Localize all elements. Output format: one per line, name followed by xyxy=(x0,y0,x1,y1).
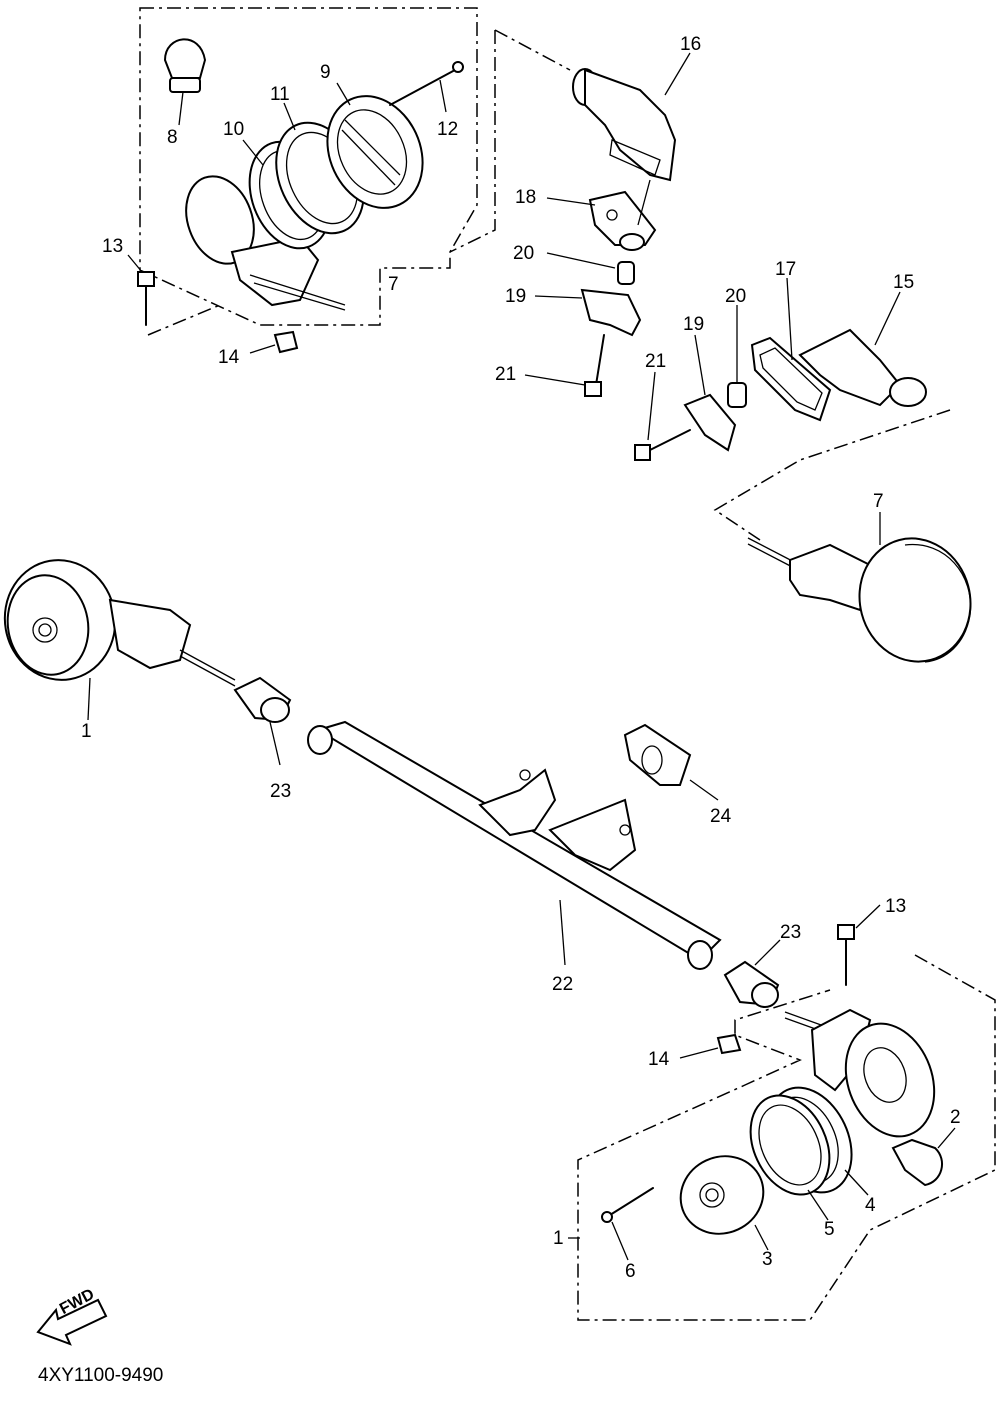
callout-7-right: 7 xyxy=(873,491,884,512)
callout-22: 22 xyxy=(552,974,574,995)
bolt-part-21-right xyxy=(634,371,691,461)
callout-3: 3 xyxy=(762,1249,773,1270)
nut-part-14-right xyxy=(679,1033,742,1059)
callout-1-right: 1 xyxy=(553,1228,564,1249)
callout-1-left: 1 xyxy=(81,721,92,742)
nut-part-14-left xyxy=(249,330,299,354)
bolt-part-13-right xyxy=(837,904,881,986)
lens-rim-part-9 xyxy=(326,82,424,209)
callout-8: 8 xyxy=(167,127,178,148)
callout-14-left: 14 xyxy=(218,347,240,368)
bracket-part-15 xyxy=(798,291,927,407)
callout-2: 2 xyxy=(950,1107,961,1128)
bulb-part-2 xyxy=(891,1127,956,1187)
bracket-plate-part-18 xyxy=(546,179,657,251)
callout-24: 24 xyxy=(710,806,732,827)
plate-part-19-top xyxy=(534,288,642,337)
lens-part-3 xyxy=(679,1155,769,1251)
collar-part-20-top xyxy=(546,252,635,285)
callout-19-right: 19 xyxy=(683,314,705,335)
callout-4: 4 xyxy=(865,1195,876,1216)
callout-10: 10 xyxy=(223,119,245,140)
callout-13-left: 13 xyxy=(102,236,124,257)
drawing-reference-code: 4XY1100-9490 xyxy=(38,1365,164,1386)
bolt-part-21-top xyxy=(524,334,605,397)
gasket-part-5 xyxy=(749,1094,831,1221)
bracket-part-16 xyxy=(572,52,691,182)
callout-9: 9 xyxy=(320,62,331,83)
callout-17: 17 xyxy=(775,259,797,280)
lamp-housing-part-7-left xyxy=(185,175,346,311)
callout-21-right: 21 xyxy=(645,351,667,372)
callout-6: 6 xyxy=(625,1261,636,1282)
callout-20-right: 20 xyxy=(725,286,747,307)
lamp-housing-front-right xyxy=(784,1008,936,1138)
group-outline-rear-right xyxy=(713,409,951,541)
callout-19-top: 19 xyxy=(505,286,527,307)
callout-5: 5 xyxy=(824,1219,835,1240)
group-outline-rear-left xyxy=(139,7,478,326)
screw-part-12 xyxy=(389,61,464,113)
bolt-part-13-left xyxy=(127,254,155,326)
forward-direction-arrow-icon xyxy=(36,1298,108,1346)
plate-part-19-right xyxy=(683,334,737,452)
callout-15: 15 xyxy=(893,272,915,293)
screw-part-6 xyxy=(601,1187,654,1261)
collar-part-20-right xyxy=(727,305,747,408)
callout-18: 18 xyxy=(515,187,537,208)
callout-7-left: 7 xyxy=(388,274,399,295)
grommet-part-23-left xyxy=(233,676,292,766)
callout-23-left: 23 xyxy=(270,781,292,802)
bulb-part-8 xyxy=(163,38,207,126)
callout-14-right: 14 xyxy=(648,1049,670,1070)
callout-16: 16 xyxy=(680,34,702,55)
callout-20-top: 20 xyxy=(513,243,535,264)
callout-11: 11 xyxy=(270,84,290,105)
clamp-part-24 xyxy=(623,723,719,801)
lamp-assembly-part-7-right xyxy=(747,512,972,663)
gasket-plate-part-17 xyxy=(750,277,832,422)
stay-tube-part-22 xyxy=(307,720,722,970)
group-outline-rear-left-3 xyxy=(147,304,221,336)
group-outline-front-right xyxy=(577,954,996,1321)
group-outline-rear-left-2 xyxy=(449,29,571,253)
callout-23-right: 23 xyxy=(780,922,802,943)
turn-signal-part-1-left xyxy=(3,559,236,721)
callout-21-top: 21 xyxy=(495,364,517,385)
grommet-part-23-right xyxy=(723,939,781,1008)
callout-13-right: 13 xyxy=(885,896,907,917)
callout-12: 12 xyxy=(437,119,459,140)
